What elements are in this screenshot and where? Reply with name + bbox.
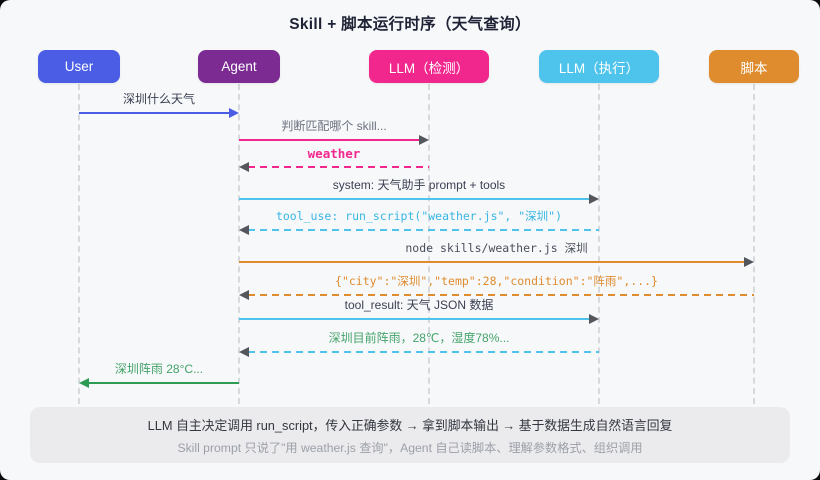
- arrowhead-left-icon: [239, 162, 249, 172]
- arrowhead-right-icon: [744, 257, 754, 267]
- actor-box-user: User: [38, 50, 120, 83]
- actor-box-llm-exec: LLM（执行）: [539, 50, 659, 83]
- message-script-to-agent: {"city":"深圳","temp":28,"condition":"阵雨",…: [239, 274, 754, 300]
- footer-note-line2: Skill prompt 只说了"用 weather.js 查询"，Agent …: [177, 440, 643, 455]
- message-label: {"city":"深圳","temp":28,"condition":"阵雨",…: [335, 274, 658, 288]
- actor-label-llm-exec: LLM（执行）: [558, 60, 640, 76]
- message-agent-to-script: node skills/weather.js 深圳: [239, 241, 754, 267]
- footer-note-line1: LLM 自主决定调用 run_script，传入正确参数 → 拿到脚本输出 → …: [147, 417, 673, 433]
- message-label: tool_use: run_script("weather.js", "深圳"): [275, 209, 563, 223]
- message-label: node skills/weather.js 深圳: [405, 241, 588, 255]
- message-label: 深圳阵雨 28°C...: [114, 362, 204, 376]
- message-agent-to-llm-exec: system: 天气助手 prompt + tools: [239, 178, 599, 204]
- arrowhead-right-icon: [229, 108, 239, 118]
- lifeline-llm-exec: [598, 84, 600, 404]
- arrowhead-left-icon: [239, 347, 249, 357]
- message-label: 判断匹配哪个 skill...: [281, 119, 387, 133]
- message-label: 深圳目前阵雨，28℃，湿度78%...: [328, 331, 510, 345]
- actor-label-llm-detect: LLM（检测）: [388, 60, 470, 76]
- actor-box-llm-detect: LLM（检测）: [369, 50, 489, 83]
- message-user-to-agent: 深圳什么天气: [79, 92, 239, 118]
- actor-label-script: 脚本: [740, 60, 768, 76]
- arrowhead-left-icon: [79, 378, 89, 388]
- message-line-solid: [239, 261, 745, 263]
- actor-box-agent: Agent: [198, 50, 280, 83]
- actor-label-user: User: [64, 59, 94, 74]
- lifeline-user: [78, 84, 80, 404]
- message-label: 深圳什么天气: [122, 92, 195, 106]
- message-line-solid: [88, 382, 239, 384]
- message-line-dashed: [248, 351, 599, 353]
- lifeline-script: [753, 84, 755, 404]
- message-line-solid: [239, 198, 590, 200]
- arrowhead-right-icon: [419, 135, 429, 145]
- diagram-title: Skill + 脚本运行时序（天气查询）: [289, 16, 531, 33]
- footer-note: LLM 自主决定调用 run_script，传入正确参数 → 拿到脚本输出 → …: [30, 407, 790, 463]
- message-llm-detect-to-agent: weather: [239, 146, 429, 172]
- actor-box-script: 脚本: [709, 50, 799, 83]
- actor-label-agent: Agent: [221, 59, 257, 74]
- message-label: system: 天气助手 prompt + tools: [332, 178, 506, 192]
- message-agent-to-user: 深圳阵雨 28°C...: [79, 362, 239, 388]
- message-llm-exec-to-agent: tool_use: run_script("weather.js", "深圳"): [239, 209, 599, 235]
- arrowhead-left-icon: [239, 290, 249, 300]
- message-line-solid: [79, 112, 230, 114]
- message-llm-exec-to-agent: 深圳目前阵雨，28℃，湿度78%...: [239, 331, 599, 357]
- message-line-solid: [239, 318, 590, 320]
- message-agent-to-llm-detect: 判断匹配哪个 skill...: [239, 119, 429, 145]
- message-line-solid: [239, 139, 420, 141]
- message-line-dashed: [248, 166, 429, 168]
- message-label: tool_result: 天气 JSON 数据: [344, 298, 494, 312]
- lifeline-llm-detect: [428, 84, 430, 404]
- message-label: weather: [307, 146, 361, 161]
- arrowhead-left-icon: [239, 225, 249, 235]
- arrowhead-right-icon: [589, 194, 599, 204]
- arrowhead-right-icon: [589, 314, 599, 324]
- message-line-dashed: [248, 294, 754, 296]
- message-agent-to-llm-exec: tool_result: 天气 JSON 数据: [239, 298, 599, 324]
- message-line-dashed: [248, 229, 599, 231]
- lifeline-agent: [238, 84, 240, 404]
